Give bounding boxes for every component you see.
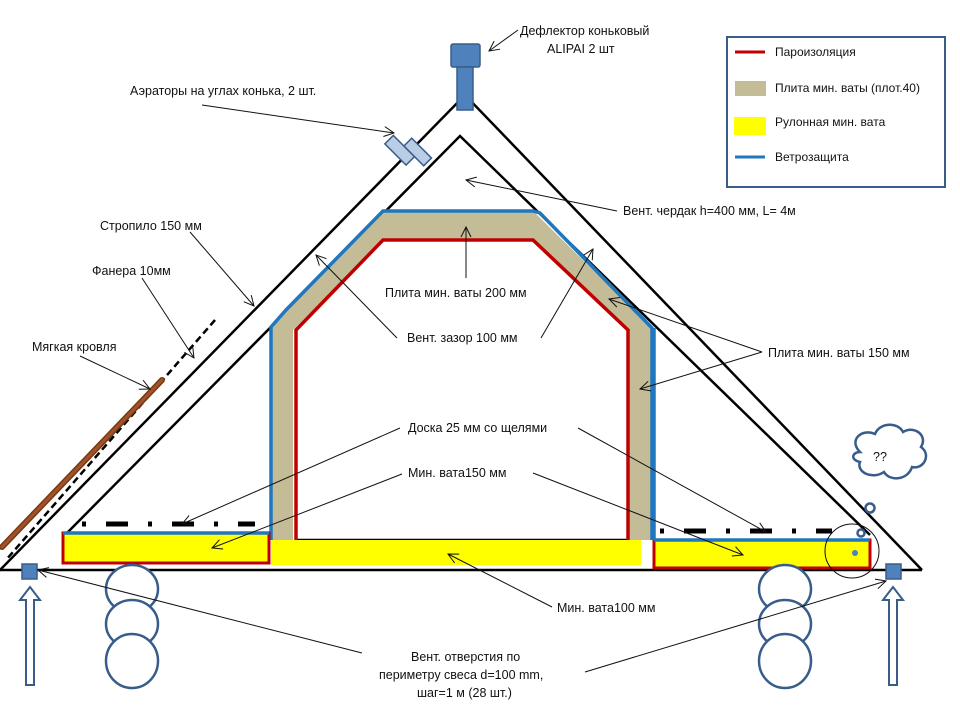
leader-soft-roof (79, 355, 150, 389)
label-vent-holes-2: периметру свеса d=100 mm, (379, 668, 543, 682)
label-soft-roof: Мягкая кровля (32, 340, 116, 354)
inner-rafter-line (64, 134, 871, 536)
aerator (383, 134, 433, 167)
vapor-barrier-line (294, 238, 630, 540)
legend: Пароизоляция Плита мин. ваты (плот.40) Р… (726, 36, 946, 188)
label-vent-gap: Вент. зазор 100 мм (407, 331, 518, 345)
leader-board-150-lower (640, 351, 763, 389)
label-deflector: Дефлектор коньковый (520, 24, 649, 38)
label-plank: Доска 25 мм со щелями (408, 421, 547, 435)
label-plywood: Фанера 10мм (92, 264, 171, 278)
label-wool-100: Мин. вата100 мм (557, 601, 655, 615)
legend-swatch-mineral-board (735, 81, 766, 96)
legend-label-roll-wool: Рулонная мин. вата (775, 115, 886, 129)
log-wall-right (757, 563, 813, 690)
label-deflector-count: ALIPAI 2 шт (547, 42, 615, 56)
leader-vent-attic (466, 180, 618, 212)
roll-wool-right (652, 538, 872, 570)
eave-vent-left-icon (21, 563, 38, 580)
leader-aerators (201, 104, 394, 133)
label-wool-150: Мин. вата150 мм (408, 466, 506, 480)
wind-barrier-line (269, 209, 654, 540)
roll-wool-center (271, 540, 641, 565)
leader-vent-holes-right (584, 581, 886, 673)
leader-board-150-upper (609, 299, 763, 353)
mineral-board-layer (271, 211, 652, 540)
label-vent-holes-1: Вент. отверстия по (411, 650, 520, 664)
focus-circle (824, 523, 880, 579)
legend-label-wind-barrier: Ветрозащита (775, 150, 849, 164)
leader-deflector (489, 29, 519, 51)
leader-plank-right (577, 427, 766, 532)
deflector-cap-icon (450, 43, 481, 68)
airflow-up-arrow-left-icon (17, 585, 43, 686)
label-rafter: Стропило 150 мм (100, 219, 202, 233)
label-aerators: Аэраторы на углах конька, 2 шт. (130, 84, 316, 98)
leader-plywood (141, 277, 194, 358)
airflow-up-arrow-right-icon (880, 585, 906, 686)
insulation-envelope (269, 209, 654, 540)
floor-insulation (61, 328, 872, 570)
label-vent-attic: Вент. чердак h=400 мм, L= 4м (623, 204, 796, 218)
legend-frame (726, 36, 946, 188)
leader-rafter (189, 231, 254, 306)
leader-plank-left (182, 427, 401, 524)
label-board-200: Плита мин. ваты 200 мм (385, 286, 527, 300)
leader-wool-100 (448, 554, 553, 608)
cloud-icon (852, 423, 928, 480)
question-marks: ?? (873, 450, 887, 464)
label-vent-holes-3: шаг=1 м (28 шт.) (417, 686, 512, 700)
label-board-150: Плита мин. ваты 150 мм (768, 346, 910, 360)
leader-vent-gap-left (316, 255, 398, 339)
legend-label-vapor-barrier: Пароизоляция (775, 45, 856, 59)
plywood-dashed (5, 319, 216, 561)
leader-vent-holes-left (38, 570, 363, 654)
leader-vent-gap-right (540, 249, 593, 339)
deflector-pipe-icon (456, 66, 474, 111)
legend-swatch-roll-wool (734, 117, 766, 135)
ridge-deflector (450, 43, 481, 111)
thought-cloud: ?? (824, 423, 928, 579)
aerator-body-icon (402, 137, 433, 167)
leader-wool-150-left (212, 473, 403, 548)
eave-vent-right-icon (885, 563, 902, 580)
legend-label-mineral-board: Плита мин. ваты (плот.40) (775, 81, 920, 95)
leader-wool-150-right (532, 472, 743, 555)
leader-lines (38, 29, 886, 673)
log-wall-left (104, 563, 160, 690)
